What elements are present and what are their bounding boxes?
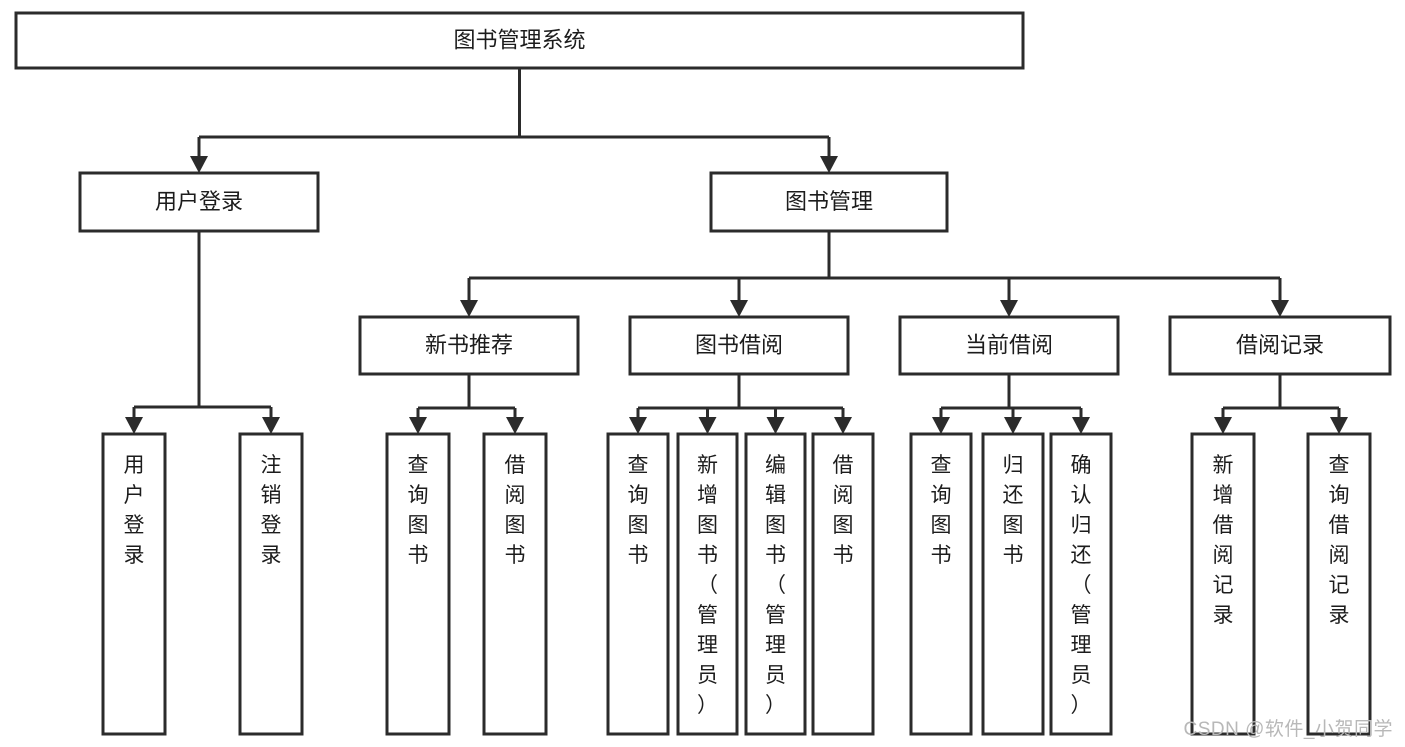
node-box[interactable]	[1190, 432, 1256, 736]
node-label: 注销登录	[261, 454, 282, 567]
node-box[interactable]	[628, 315, 850, 376]
node-box[interactable]	[1049, 432, 1113, 736]
node-box[interactable]	[811, 432, 875, 736]
arrow-head-icon	[730, 300, 748, 317]
arrow-head-icon	[460, 300, 478, 317]
node-label: 归还图书	[1003, 454, 1024, 567]
node-label: 查询图书	[408, 454, 429, 567]
node-box[interactable]	[1306, 432, 1372, 736]
node-label: 当前借阅	[965, 332, 1053, 357]
node-label: 新增图书（管理员）	[697, 454, 718, 717]
node-leaf-user-logout[interactable]: 注销登录	[238, 432, 304, 736]
node-box[interactable]	[909, 432, 973, 736]
node-root[interactable]: 图书管理系统	[14, 11, 1025, 70]
node-label: 图书借阅	[695, 332, 783, 357]
node-label: 查询图书	[628, 454, 649, 567]
node-layer: 图书管理系统用户登录图书管理新书推荐图书借阅当前借阅借阅记录用户登录注销登录查询…	[14, 11, 1392, 736]
arrow-head-icon	[125, 417, 143, 434]
arrow-head-icon	[932, 417, 950, 434]
arrow-head-icon	[820, 156, 838, 173]
node-leaf-borrow-book-rec[interactable]: 借阅图书	[482, 432, 548, 736]
arrow-head-icon	[1000, 300, 1018, 317]
node-box[interactable]	[101, 432, 167, 736]
node-label: 用户登录	[124, 454, 145, 567]
node-label: 确认归还（管理员）	[1071, 454, 1092, 717]
node-label: 新书推荐	[425, 332, 513, 357]
arrow-head-icon	[834, 417, 852, 434]
node-box[interactable]	[676, 432, 739, 736]
node-leaf-borrow-book[interactable]: 借阅图书	[811, 432, 875, 736]
arrow-head-icon	[766, 417, 785, 434]
arrow-head-icon	[506, 417, 524, 434]
node-box[interactable]	[78, 171, 320, 233]
arrow-head-icon	[1330, 417, 1348, 434]
node-label: 借阅记录	[1236, 332, 1324, 357]
node-box[interactable]	[709, 171, 949, 233]
node-label: 借阅图书	[505, 454, 526, 567]
arrow-head-icon	[409, 417, 427, 434]
node-book-borrow[interactable]: 图书借阅	[628, 315, 850, 376]
node-label: 借阅图书	[833, 454, 854, 567]
node-label: 编辑图书（管理员）	[765, 454, 786, 717]
node-label: 图书管理系统	[453, 27, 585, 52]
node-new-book-rec[interactable]: 新书推荐	[358, 315, 580, 376]
arrow-head-icon	[1072, 417, 1090, 434]
node-current-borrow[interactable]: 当前借阅	[898, 315, 1120, 376]
arrow-head-icon	[1004, 417, 1022, 434]
arrow-head-icon	[262, 417, 280, 434]
node-box[interactable]	[14, 11, 1025, 70]
connector-layer	[125, 68, 1348, 434]
node-box[interactable]	[981, 432, 1045, 736]
node-box[interactable]	[1168, 315, 1392, 376]
arrow-head-icon	[629, 417, 647, 434]
node-leaf-add-record[interactable]: 新增借阅记录	[1190, 432, 1256, 736]
node-box[interactable]	[238, 432, 304, 736]
node-box[interactable]	[606, 432, 670, 736]
node-box[interactable]	[744, 432, 807, 736]
node-leaf-return-book[interactable]: 归还图书	[981, 432, 1045, 736]
node-leaf-confirm-return[interactable]: 确认归还（管理员）	[1049, 432, 1113, 736]
node-label: 图书管理	[785, 189, 873, 214]
node-leaf-query-record[interactable]: 查询借阅记录	[1306, 432, 1372, 736]
node-box[interactable]	[385, 432, 451, 736]
node-box[interactable]	[358, 315, 580, 376]
node-box[interactable]	[482, 432, 548, 736]
node-box[interactable]	[898, 315, 1120, 376]
node-label: 查询借阅记录	[1329, 454, 1350, 627]
arrow-head-icon	[1214, 417, 1232, 434]
node-leaf-add-book[interactable]: 新增图书（管理员）	[676, 432, 739, 736]
node-leaf-query-book-rec[interactable]: 查询图书	[385, 432, 451, 736]
arrow-head-icon	[698, 417, 717, 434]
node-label: 用户登录	[155, 189, 243, 214]
arrow-head-icon	[1271, 300, 1289, 317]
node-book-manage[interactable]: 图书管理	[709, 171, 949, 233]
node-leaf-query-book[interactable]: 查询图书	[606, 432, 670, 736]
node-borrow-record[interactable]: 借阅记录	[1168, 315, 1392, 376]
node-leaf-user-login[interactable]: 用户登录	[101, 432, 167, 736]
node-label: 新增借阅记录	[1213, 454, 1234, 627]
node-user-login[interactable]: 用户登录	[78, 171, 320, 233]
node-leaf-query-book-cur[interactable]: 查询图书	[909, 432, 973, 736]
arrow-head-icon	[190, 156, 208, 173]
node-leaf-edit-book[interactable]: 编辑图书（管理员）	[744, 432, 807, 736]
node-label: 查询图书	[931, 454, 952, 567]
